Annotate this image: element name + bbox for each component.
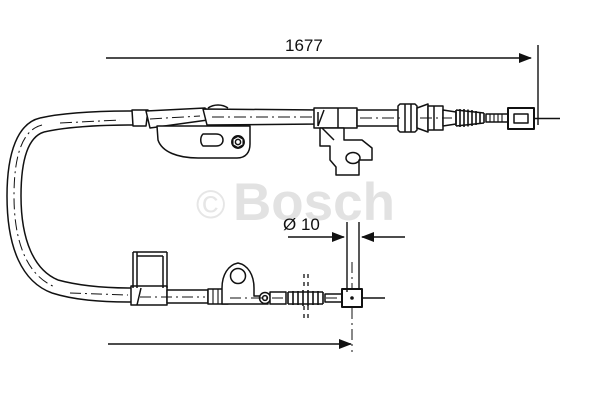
dimension-label-diameter: Ø 10 <box>283 215 320 234</box>
cable-loop <box>6 117 59 294</box>
upper-centerline-2 <box>149 115 201 120</box>
loop-outer-wall <box>6 117 53 294</box>
second-bracket-eye-hole <box>345 151 361 165</box>
upper-sheath-bottom-edge <box>43 124 135 133</box>
upper-end-fitting-inner <box>513 113 529 124</box>
dimension-label-overall-length: 1677 <box>285 36 323 55</box>
lower-sheath-bottom-edge <box>51 292 132 303</box>
upper-sheath-collar <box>131 109 149 127</box>
lower-cable-assembly <box>51 251 385 352</box>
loop-inner-wall <box>20 131 59 281</box>
lower-spring-coil <box>287 290 324 306</box>
copyright-symbol-text: © <box>196 183 225 227</box>
bracket-hex-nut <box>232 135 244 149</box>
second-bracket-arm-fold <box>321 127 335 141</box>
lower-eye-bracket <box>221 262 269 305</box>
upper-tube-top-arc <box>207 104 229 109</box>
upper-mounting-bracket-plate <box>156 125 251 159</box>
dimension-diameter: Ø 10 <box>283 215 405 292</box>
bracket-bolt-center <box>234 138 242 146</box>
loop-centerline <box>13 124 56 288</box>
lower-break-marks <box>303 274 309 322</box>
lower-endcap-body <box>130 285 168 306</box>
bosch-watermark: © Bosch <box>196 173 395 232</box>
lower-endcap-diag <box>136 287 142 306</box>
brand-watermark-text: Bosch <box>233 173 395 232</box>
upper-spring-coil <box>455 109 485 127</box>
upper-sheath-top-edge <box>39 110 133 119</box>
dimension-overall-length: 1677 <box>106 36 539 125</box>
second-bracket-diag <box>317 109 325 127</box>
lower-eye-bracket-hole <box>229 267 247 285</box>
upper-thread-marks <box>489 114 503 122</box>
upper-centerline-1 <box>59 119 121 124</box>
upper-second-barrel <box>427 105 444 131</box>
upper-cable-assembly <box>39 103 560 176</box>
second-bracket-block <box>313 107 358 129</box>
bracket-slot <box>200 133 224 147</box>
lower-sheath-top-edge <box>57 279 132 289</box>
lower-end-fitting-center-dot <box>350 296 354 300</box>
upper-threaded-rod <box>485 113 509 123</box>
second-bracket-arm <box>319 127 373 176</box>
lower-centerline-1 <box>69 292 129 296</box>
upper-ferrule-barrel <box>397 103 418 133</box>
